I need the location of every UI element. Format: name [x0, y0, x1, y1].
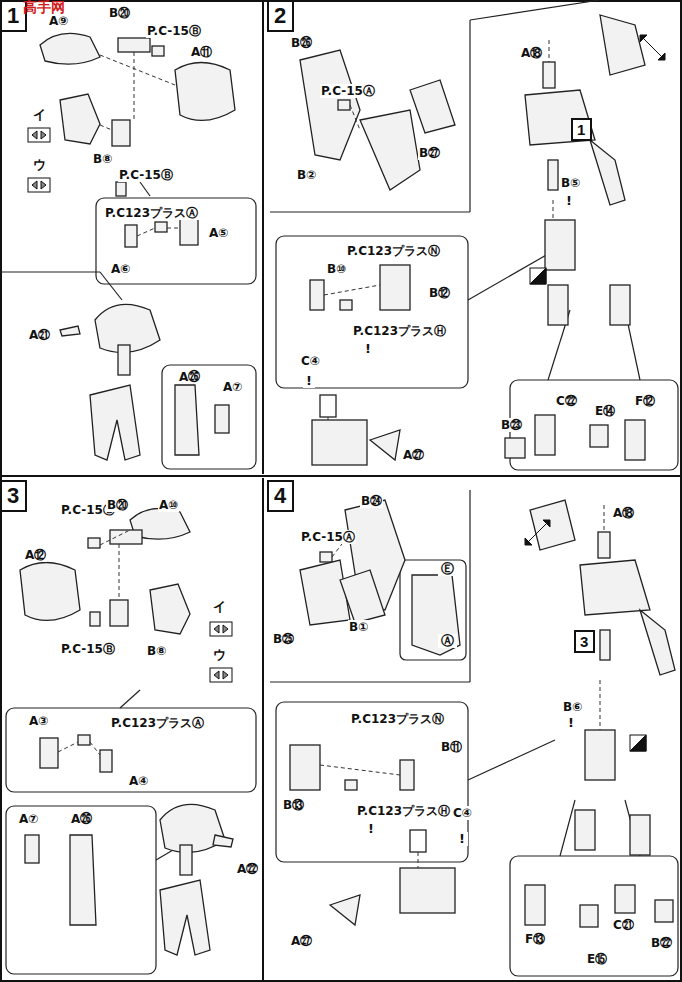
- part-label: B⑤: [560, 176, 581, 190]
- part-label: E⑮: [586, 952, 608, 966]
- part-label: B⑥: [562, 700, 583, 714]
- part-label: A⑱: [612, 506, 635, 520]
- part-label: P.C123プラスⒽ: [356, 804, 451, 818]
- part-label: A⑱: [520, 46, 543, 60]
- symbol-mark: イ: [30, 108, 49, 122]
- part-label: P.C-15Ⓑ: [146, 24, 202, 38]
- symbol-mark: Ⓐ: [438, 634, 457, 648]
- part-label: C④: [452, 806, 473, 820]
- part-label: F⑫: [634, 394, 656, 408]
- symbol-mark: Ⓔ: [438, 562, 457, 576]
- part-label: P.C123プラスⒽ: [352, 324, 447, 338]
- part-label: B⑧: [146, 644, 167, 658]
- part-label: P.C123プラスⓃ: [350, 712, 445, 726]
- part-label: A㉖: [70, 812, 93, 826]
- part-label: B⑧: [92, 152, 113, 166]
- part-label: A⑫: [24, 548, 47, 562]
- symbol-mark: ウ: [30, 158, 49, 172]
- part-label: B㉓: [500, 418, 523, 432]
- step-reference-box: 1: [571, 118, 592, 141]
- step-number: 4: [274, 485, 287, 507]
- step-number-box: 3: [0, 480, 27, 512]
- part-label: A㉖: [178, 370, 201, 384]
- part-label: A㉑: [28, 328, 51, 342]
- step-number-box: 2: [267, 0, 294, 32]
- part-label: A④: [128, 774, 149, 788]
- part-label: B①: [348, 620, 369, 634]
- part-label: B⑳: [108, 6, 131, 20]
- part-label: B㉕: [272, 632, 295, 646]
- symbol-mark: !: [563, 194, 575, 208]
- part-label: C㉒: [555, 394, 578, 408]
- part-label: A⑪: [190, 45, 213, 59]
- part-label: A③: [28, 714, 49, 728]
- symbol-mark: !: [365, 822, 377, 836]
- part-label: P.C-15Ⓑ: [118, 168, 174, 182]
- step-number-box: 1: [0, 0, 27, 32]
- part-label: A㉗: [402, 448, 425, 462]
- step-number: 1: [577, 122, 586, 137]
- part-label: B⑬: [282, 798, 305, 812]
- part-label: P.C-15Ⓐ: [300, 530, 356, 544]
- symbol-mark: イ: [210, 600, 229, 614]
- part-label: P.C123プラスⒶ: [110, 716, 205, 730]
- part-label: A⑤: [208, 226, 229, 240]
- part-label: B⑳: [106, 498, 129, 512]
- symbol-mark: !: [362, 342, 374, 356]
- part-label: B㉒: [650, 936, 673, 950]
- part-label: A⑦: [222, 380, 243, 394]
- part-label: B㉖: [290, 36, 313, 50]
- part-label: P.C123プラスⓃ: [346, 244, 441, 258]
- step-number-box: 4: [267, 480, 294, 512]
- symbol-mark: !: [303, 374, 315, 388]
- step-number: 3: [580, 634, 589, 649]
- part-label: B㉗: [418, 146, 441, 160]
- part-label: P.C-15Ⓐ: [320, 84, 376, 98]
- step-number: 3: [7, 485, 20, 507]
- part-label: B②: [296, 168, 317, 182]
- step-number: 2: [274, 5, 287, 27]
- part-label: P.C-15Ⓑ: [60, 642, 116, 656]
- part-label: C㉑: [612, 918, 635, 932]
- symbol-mark: !: [565, 716, 577, 730]
- part-label: A㉒: [236, 862, 259, 876]
- step-reference-box: 3: [574, 630, 595, 653]
- part-label: B⑫: [428, 286, 451, 300]
- part-label: A⑦: [18, 812, 39, 826]
- part-label: B⑩: [326, 262, 347, 276]
- part-label: A⑥: [110, 262, 131, 276]
- part-label: P.C123プラスⒶ: [104, 206, 199, 220]
- part-label: A⑩: [158, 498, 179, 512]
- step-number: 1: [7, 5, 20, 27]
- part-label: A⑨: [48, 14, 69, 28]
- watermark: 高手网: [22, 0, 66, 14]
- part-label: B⑪: [440, 740, 463, 754]
- part-label: A㉗: [290, 934, 313, 948]
- part-label: C④: [300, 354, 321, 368]
- symbol-mark: ウ: [210, 648, 229, 662]
- symbol-mark: !: [456, 832, 468, 846]
- part-label: F⑬: [524, 932, 546, 946]
- part-label: B㉔: [360, 494, 383, 508]
- part-label: E⑭: [594, 404, 616, 418]
